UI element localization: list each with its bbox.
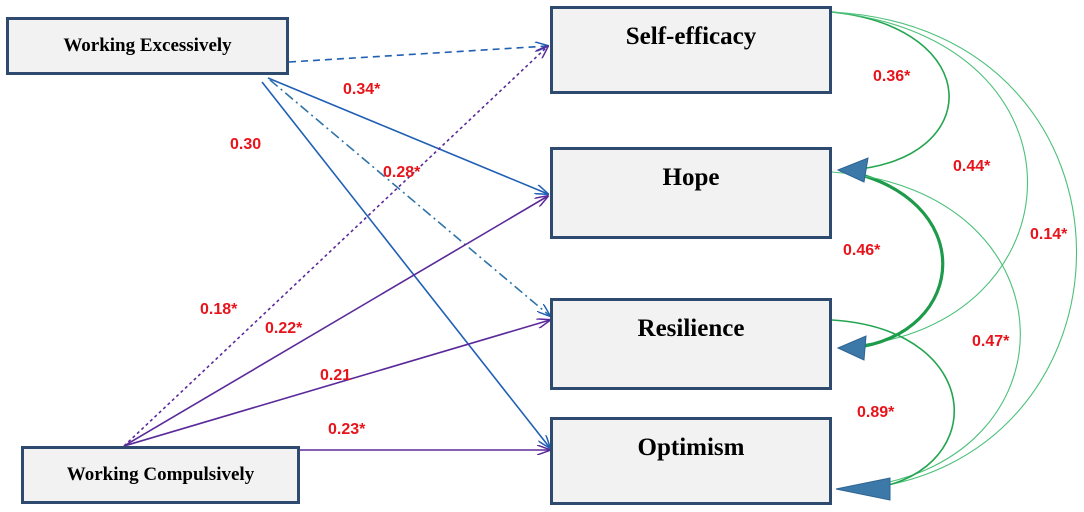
node-optimism-label: Optimism	[637, 434, 745, 461]
node-self-efficacy: Self-efficacy	[550, 6, 832, 94]
node-self-efficacy-label: Self-efficacy	[625, 23, 757, 50]
coef-we-resilience: 0.28*	[383, 164, 421, 181]
path-we-resilience	[269, 79, 550, 316]
coef-corr-resilience-optimism: 0.89*	[857, 404, 895, 421]
coef-corr-self-efficacy-hope: 0.36*	[873, 68, 911, 85]
node-working-excessively: Working Excessively	[6, 17, 289, 75]
coef-wc-hope: 0.22*	[265, 320, 303, 337]
corr-self-efficacy-optimism	[831, 11, 1077, 491]
path-we-optimism	[261, 81, 550, 448]
node-resilience-label: Resilience	[637, 315, 745, 342]
path-wc-resilience	[123, 320, 550, 447]
arrowhead-resilience	[836, 335, 867, 361]
arrowhead-hope	[836, 157, 869, 183]
corr-hope-optimism	[831, 171, 1021, 489]
coef-we-hope: 0.34*	[343, 81, 381, 98]
coef-corr-self-efficacy-optimism: 0.14*	[1030, 226, 1068, 243]
node-resilience: Resilience	[550, 298, 832, 390]
coef-corr-self-efficacy-resilience: 0.44*	[953, 158, 991, 175]
node-working-excessively-label: Working Excessively	[63, 35, 232, 56]
arrowhead-optimism	[835, 477, 891, 501]
corr-hope-resilience	[839, 168, 945, 350]
node-working-compulsively: Working Compulsively	[21, 446, 300, 504]
coef-we-optimism: 0.30	[230, 136, 261, 153]
path-we-hope	[267, 77, 548, 194]
corr-resilience-optimism	[831, 319, 956, 491]
corr-self-efficacy-resilience	[831, 11, 1028, 347]
path-wc-self-efficacy	[123, 46, 548, 447]
coef-wc-resilience: 0.21	[320, 367, 351, 384]
node-hope-label: Hope	[662, 164, 720, 191]
path-we-self-efficacy	[288, 46, 548, 63]
path-wc-hope	[123, 196, 548, 447]
node-working-compulsively-label: Working Compulsively	[66, 464, 255, 485]
coef-wc-self-efficacy: 0.18*	[200, 301, 238, 318]
node-optimism: Optimism	[550, 417, 832, 505]
node-hope: Hope	[550, 147, 832, 239]
coef-wc-optimism: 0.23*	[328, 421, 366, 438]
coef-corr-hope-optimism: 0.47*	[972, 333, 1010, 350]
corr-self-efficacy-hope	[831, 11, 950, 171]
coef-corr-hope-resilience: 0.46*	[843, 242, 881, 259]
